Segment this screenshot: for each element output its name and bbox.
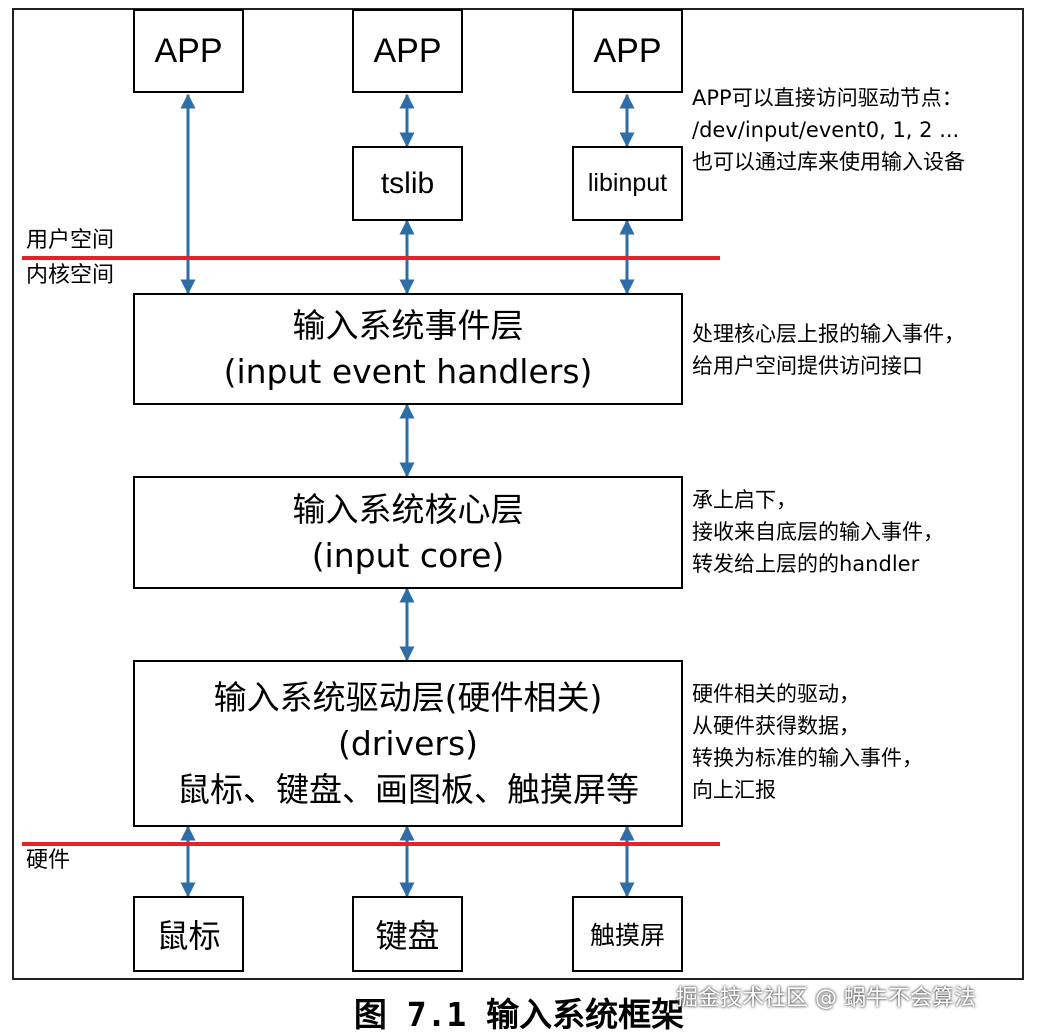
app-box-label: APP [373,31,442,70]
note-line: /dev/input/event0, 1, 2 ... [692,118,960,142]
app-box-3: APP [572,9,683,93]
app-box-1: APP [133,9,244,93]
core-layer-subtitle: (input core) [311,535,505,575]
note-line: 向上汇报 [692,778,776,802]
user-space-label: 用户空间 [26,228,115,253]
core-layer-box: 输入系统核心层 (input core) [133,476,683,589]
event-layer-subtitle: (input event handlers) [223,352,593,391]
note-line: 转换为标准的输入事件， [692,746,923,770]
libinput-label: libinput [587,169,668,197]
note-line: 转发给上层的的handler [692,552,920,576]
keyboard-label: 键盘 [375,917,440,955]
driver-layer-subtitle: (drivers) [337,723,479,763]
note-line: 也可以通过库来使用输入设备 [692,150,965,174]
tslib-label: tslib [380,166,435,200]
note-line: APP可以直接访问驱动节点： [692,86,963,110]
event-layer-title: 输入系统事件层 [292,306,524,345]
watermark: 掘金技术社区 @ 蜗牛不会算法 [676,986,976,1011]
hardware-label: 硬件 [26,848,71,873]
event-layer-box: 输入系统事件层 (input event handlers) [133,293,683,405]
driver-layer-title: 输入系统驱动层(硬件相关) [213,677,603,717]
note-line: 给用户空间提供访问接口 [692,354,923,378]
tslib-box: tslib [352,146,463,221]
core-layer-title: 输入系统核心层 [292,489,524,529]
mouse-label: 鼠标 [156,917,221,955]
kernel-hardware-divider [22,842,720,846]
kernel-space-label: 内核空间 [26,263,115,288]
touchscreen-label: 触摸屏 [589,921,665,950]
note-line: 硬件相关的驱动， [692,682,860,706]
user-kernel-divider [22,256,720,260]
core-layer-note: 承上启下， 接收来自底层的输入事件， 转发给上层的的handler [692,484,944,580]
app-box-label: APP [593,31,662,70]
app-note: APP可以直接访问驱动节点： /dev/input/event0, 1, 2 .… [692,82,965,178]
touchscreen-box: 触摸屏 [572,896,683,972]
driver-layer-note: 硬件相关的驱动， 从硬件获得数据， 转换为标准的输入事件， 向上汇报 [692,678,923,806]
mouse-box: 鼠标 [133,896,244,972]
note-line: 承上启下， [692,488,797,512]
driver-layer-devices: 鼠标、键盘、画图板、触摸屏等 [177,769,639,809]
note-line: 从硬件获得数据， [692,714,860,738]
note-line: 接收来自底层的输入事件， [692,520,944,544]
driver-layer-box: 输入系统驱动层(硬件相关) (drivers) 鼠标、键盘、画图板、触摸屏等 [133,660,683,827]
app-box-label: APP [154,31,223,70]
event-layer-note: 处理核心层上报的输入事件， 给用户空间提供访问接口 [692,318,965,382]
app-box-2: APP [352,9,463,93]
diagram-frame [12,8,1024,980]
keyboard-box: 键盘 [352,896,463,972]
figure-caption: 图 7.1 输入系统框架 [353,995,685,1034]
note-line: 处理核心层上报的输入事件， [692,322,965,346]
libinput-box: libinput [572,146,683,221]
